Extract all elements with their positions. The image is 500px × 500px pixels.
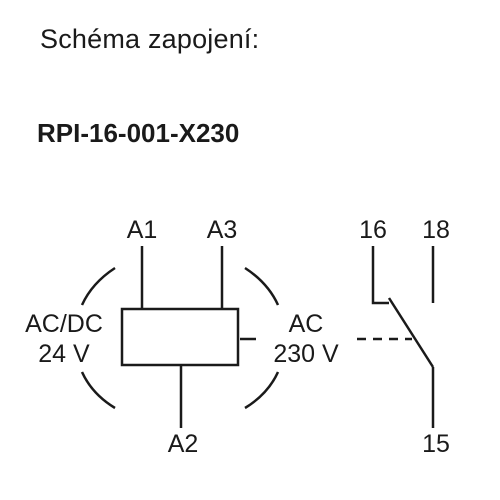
left-lower-bracket (80, 371, 116, 410)
terminal-15-label: 15 (422, 430, 450, 458)
diagram-heading: Schéma zapojení: (40, 24, 260, 54)
terminal-a2-label: A2 (168, 430, 199, 458)
right-lower-bracket (244, 371, 280, 410)
terminal-a1-label: A1 (127, 216, 158, 244)
relay-coil-group: A1 A3 A2 AC/DC 24 V AC 230 V (25, 216, 412, 458)
right-upper-bracket (244, 266, 280, 306)
right-supply-type: AC (289, 310, 324, 338)
terminal-16-label: 16 (359, 216, 387, 244)
changeover-contact-group: 16 18 15 (359, 216, 450, 458)
terminal-18-label: 18 (422, 216, 450, 244)
right-supply-voltage: 230 V (273, 340, 339, 368)
switch-blade (387, 297, 435, 368)
left-upper-bracket (80, 266, 116, 306)
terminal-a3-label: A3 (207, 216, 238, 244)
relay-coil (120, 307, 240, 367)
left-supply-type: AC/DC (25, 310, 103, 338)
terminal-16-lead (371, 246, 389, 305)
model-number: RPI-16-001-X230 (37, 118, 240, 148)
left-supply-voltage: 24 V (38, 340, 90, 368)
